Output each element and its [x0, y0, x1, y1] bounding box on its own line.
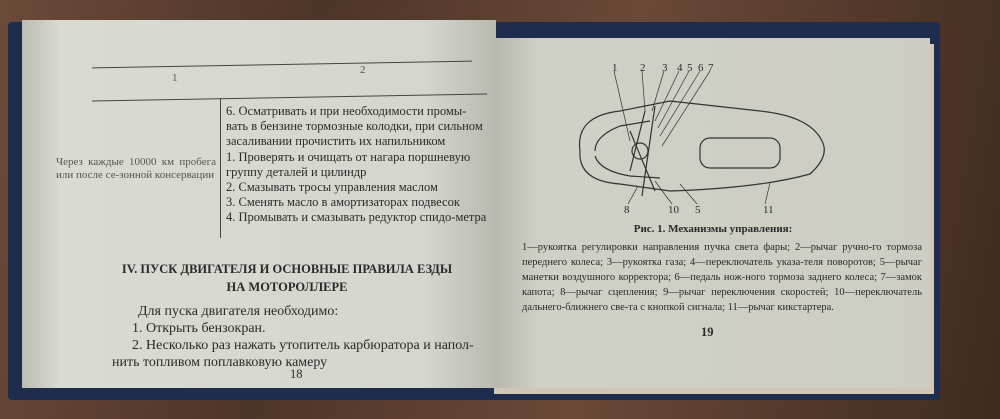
scooter-controls-diagram: [578, 70, 825, 205]
section-heading-line1: IV. ПУСК ДВИГАТЕЛЯ И ОСНОВНЫЕ ПРАВИЛА ЕЗ…: [121, 262, 453, 276]
left-page: 1 2 Через каждые 10000 км пробега или по…: [22, 20, 496, 388]
table-cell-interval: Через каждые 10000 км пробега или после …: [56, 156, 216, 181]
paragraph: Для пуска двигателя необходимо:: [138, 304, 339, 319]
table-item: 4. Промывать и смазывать редуктор спидо-…: [226, 210, 487, 224]
figure-label: 7: [708, 62, 714, 74]
figure-label: 5: [695, 204, 701, 216]
column-header-1: 1: [172, 72, 178, 84]
figure-label: 5: [687, 62, 693, 74]
figure-label: 2: [640, 62, 646, 74]
column-header-2: 2: [360, 64, 366, 76]
figure-label: 1: [612, 62, 618, 74]
table-header-rule: [92, 93, 487, 102]
table-item: 1. Проверять и очищать от нагара поршнев…: [226, 150, 471, 179]
figure-label: 4: [677, 62, 683, 74]
page-number: 18: [290, 367, 303, 381]
right-page: 1 2 3 4 5 6 7 8 10 5 11 Рис. 1. Механизм…: [496, 38, 930, 388]
figure-caption-text: 1—рукоятка регулировки направления пучка…: [522, 242, 922, 313]
paragraph: 1. Открыть бензокран.: [132, 321, 266, 336]
figure-label: 3: [662, 62, 668, 74]
figure-caption-title: Рис. 1. Механизмы управления:: [633, 223, 793, 235]
section-heading-line2: НА МОТОРОЛЛЕРЕ: [226, 280, 348, 294]
figure-label: 6: [698, 62, 704, 74]
figure-label: 11: [763, 204, 774, 216]
table-item: 6. Осматривать и при необходимости промы…: [226, 104, 483, 148]
table-column-divider: [220, 98, 221, 238]
figure-label: 8: [624, 204, 630, 216]
table-item: 2. Смазывать тросы управления маслом: [226, 180, 438, 194]
table-top-rule: [92, 60, 472, 69]
paragraph: 2. Несколько раз нажать утопитель карбюр…: [112, 338, 474, 370]
figure-label: 10: [668, 204, 679, 216]
page-number: 19: [701, 325, 714, 339]
table-item: 3. Сменять масло в амортизаторах подвесо…: [226, 195, 460, 209]
